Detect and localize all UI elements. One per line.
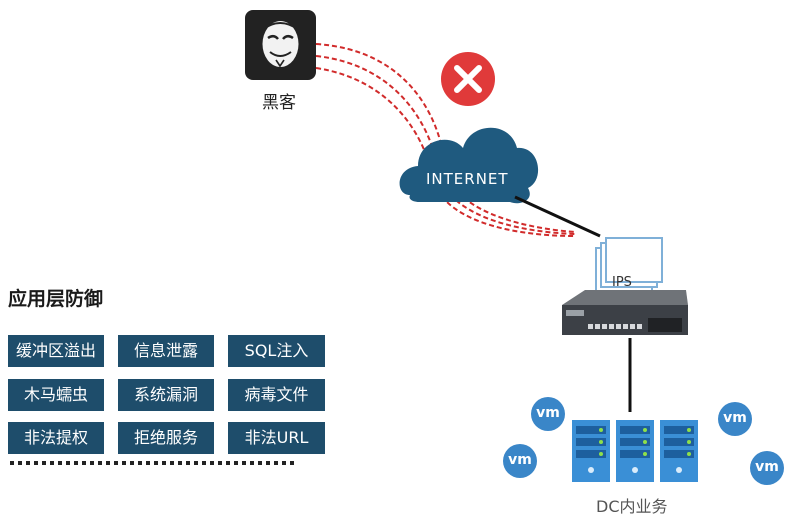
vm-label: vm <box>755 459 779 475</box>
hacker-label: 黑客 <box>262 93 296 113</box>
vm-icon <box>503 444 537 478</box>
ips-label: IPS <box>612 275 632 290</box>
server-rack-icon <box>660 420 698 482</box>
defense-tag: 系统漏洞 <box>118 379 214 411</box>
internet-cloud-icon <box>399 127 539 204</box>
defense-tag: 拒绝服务 <box>118 422 214 454</box>
defense-tag: SQL注入 <box>228 335 325 367</box>
datacenter-label: DC内业务 <box>596 497 668 516</box>
vm-icon <box>750 451 784 485</box>
vm-label: vm <box>508 452 532 468</box>
blocked-x-icon <box>441 52 495 106</box>
hacker-avatar-icon <box>245 10 316 80</box>
defense-tag: 木马蠕虫 <box>8 379 104 411</box>
server-rack-icon <box>616 420 654 482</box>
vm-icon <box>718 402 752 436</box>
defense-title: 应用层防御 <box>8 288 104 310</box>
ips-appliance <box>562 290 688 335</box>
vm-label: vm <box>536 405 560 421</box>
ips-shield-icon <box>595 237 663 293</box>
cloud-ips-link <box>514 195 601 238</box>
vm-label: vm <box>723 410 747 426</box>
defense-tag: 非法URL <box>228 422 325 454</box>
vm-icon <box>531 397 565 431</box>
defense-tag: 缓冲区溢出 <box>8 335 104 367</box>
defense-tag: 信息泄露 <box>118 335 214 367</box>
defense-tag: 非法提权 <box>8 422 104 454</box>
internet-label: INTERNET <box>426 170 509 188</box>
server-rack-icon <box>572 420 610 482</box>
defense-tag: 病毒文件 <box>228 379 325 411</box>
